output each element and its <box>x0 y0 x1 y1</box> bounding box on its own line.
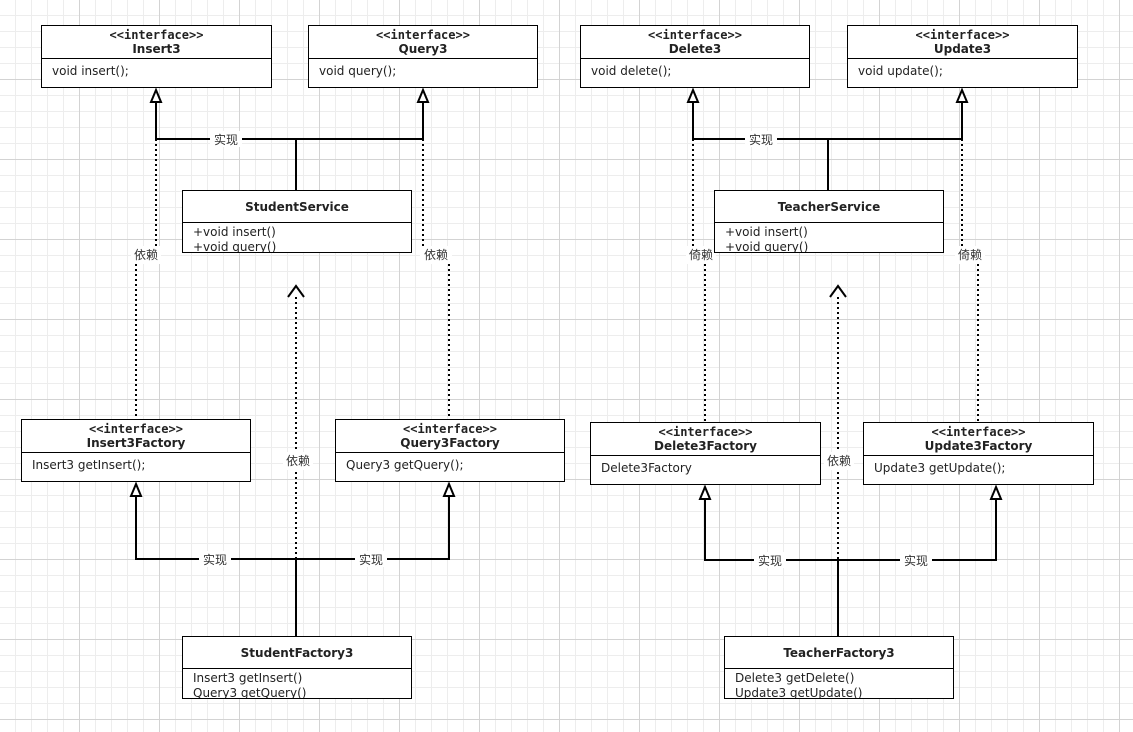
class-name: Delete3 <box>668 41 722 56</box>
method: Query3 getQuery() <box>193 686 307 699</box>
class-body: Update3 getUpdate(); <box>864 456 1093 481</box>
class-update3[interactable]: <<interface>> Update3 void update(); <box>847 25 1078 88</box>
edge-label-realize: 实现 <box>758 553 782 568</box>
arrow-head-insert3 <box>149 87 163 103</box>
class-header: TeacherFactory3 <box>725 637 953 669</box>
edge-studentfactory3-realizes-query3factory <box>296 496 450 560</box>
class-name: Query3 <box>398 41 448 56</box>
edge-label-depend-alt: 倚赖 <box>958 248 982 262</box>
class-student-service[interactable]: StudentService +void insert() +void quer… <box>182 190 412 253</box>
edge-label-depend-alt: 倚赖 <box>689 248 713 262</box>
arrow-head-delete3factory <box>698 484 712 500</box>
method: Query3 getQuery(); <box>346 458 464 472</box>
class-body: void query(); <box>309 59 537 84</box>
stereotype: <<interface>> <box>376 27 470 42</box>
class-name: Insert3Factory <box>86 435 186 450</box>
method: void delete(); <box>591 64 672 78</box>
stereotype: <<interface>> <box>658 424 753 439</box>
method: Delete3Factory <box>601 461 692 475</box>
class-body: Delete3 getDelete() Update3 getUpdate() <box>725 669 953 699</box>
class-query3[interactable]: <<interface>> Query3 void query(); <box>308 25 538 88</box>
class-header: <<interface>> Delete3Factory <box>591 423 820 456</box>
edge-label-realize: 实现 <box>904 553 928 568</box>
method: Delete3 getDelete() <box>735 671 855 685</box>
arrow-head-query3factory <box>442 481 456 497</box>
class-body: +void insert() +void query() <box>183 223 411 253</box>
class-header: <<interface>> Query3 <box>309 26 537 59</box>
stereotype: <<interface>> <box>648 27 742 42</box>
class-header: <<interface>> Insert3Factory <box>22 420 250 453</box>
arrow-head-delete3 <box>686 87 700 103</box>
method: +void query() <box>725 240 809 253</box>
class-query3-factory[interactable]: <<interface>> Query3Factory Query3 getQu… <box>335 419 565 482</box>
edge-label-depend: 依赖 <box>286 453 310 468</box>
class-body: Query3 getQuery(); <box>336 453 564 478</box>
class-name: Query3Factory <box>400 435 500 450</box>
stereotype: <<interface>> <box>915 27 1010 42</box>
class-header: StudentService <box>183 191 411 223</box>
class-body: void update(); <box>848 59 1077 84</box>
class-name: Update3Factory <box>924 438 1033 453</box>
class-name: StudentFactory3 <box>240 645 354 660</box>
stereotype: <<interface>> <box>109 27 204 42</box>
method: void query(); <box>319 64 397 78</box>
edge-label-depend: 依赖 <box>134 247 158 262</box>
edge-label-realize: 实现 <box>359 552 383 567</box>
arrow-head-open-teacherservice <box>829 284 847 298</box>
class-insert3-factory[interactable]: <<interface>> Insert3Factory Insert3 get… <box>21 419 251 482</box>
arrow-head-open-studentservice <box>287 284 305 298</box>
edge-label-realize: 实现 <box>214 132 238 147</box>
edge-label-depend: 依赖 <box>424 247 448 262</box>
class-name: Delete3Factory <box>653 438 757 453</box>
class-header: <<interface>> Insert3 <box>42 26 271 59</box>
edge-label-depend: 依赖 <box>827 453 851 468</box>
class-insert3[interactable]: <<interface>> Insert3 void insert(); <box>41 25 272 88</box>
edge-teacherservice-realizes-update3 <box>828 102 963 140</box>
stereotype: <<interface>> <box>931 424 1026 439</box>
method: Insert3 getInsert(); <box>32 458 146 472</box>
edge-studentservice-realizes-query3 <box>296 102 424 140</box>
class-update3-factory[interactable]: <<interface>> Update3Factory Update3 get… <box>863 422 1094 485</box>
method: Update3 getUpdate() <box>735 686 863 699</box>
class-header: <<interface>> Delete3 <box>581 26 809 59</box>
class-body: void delete(); <box>581 59 809 84</box>
class-header: TeacherService <box>715 191 943 223</box>
stereotype: <<interface>> <box>403 421 497 436</box>
class-body: Delete3Factory <box>591 456 820 481</box>
class-header: StudentFactory3 <box>183 637 411 669</box>
arrow-head-query3 <box>416 87 430 103</box>
edge-label-realize: 实现 <box>749 132 773 147</box>
method: +void insert() <box>193 225 276 239</box>
class-name: TeacherService <box>777 199 881 214</box>
class-teacher-factory3[interactable]: TeacherFactory3 Delete3 getDelete() Upda… <box>724 636 954 699</box>
class-delete3[interactable]: <<interface>> Delete3 void delete(); <box>580 25 810 88</box>
class-name: Insert3 <box>132 41 181 56</box>
class-teacher-service[interactable]: TeacherService +void insert() +void quer… <box>714 190 944 253</box>
method: void insert(); <box>52 64 129 78</box>
class-header: <<interface>> Query3Factory <box>336 420 564 453</box>
edge-teacherfactory3-realizes-update3factory <box>838 499 997 561</box>
method: Insert3 getInsert() <box>193 671 303 685</box>
class-name: TeacherFactory3 <box>783 645 895 660</box>
class-body: +void insert() +void query() <box>715 223 943 253</box>
arrow-head-update3factory <box>989 484 1003 500</box>
class-student-factory3[interactable]: StudentFactory3 Insert3 getInsert() Quer… <box>182 636 412 699</box>
method: void update(); <box>858 64 943 78</box>
method: +void insert() <box>725 225 808 239</box>
class-header: <<interface>> Update3 <box>848 26 1077 59</box>
class-name: StudentService <box>245 199 349 214</box>
class-body: Insert3 getInsert() Query3 getQuery() <box>183 669 411 699</box>
class-name: Update3 <box>933 41 992 56</box>
arrow-head-insert3factory <box>129 481 143 497</box>
class-body: void insert(); <box>42 59 271 84</box>
class-body: Insert3 getInsert(); <box>22 453 250 478</box>
method: Update3 getUpdate(); <box>874 461 1006 475</box>
class-header: <<interface>> Update3Factory <box>864 423 1093 456</box>
stereotype: <<interface>> <box>89 421 183 436</box>
class-delete3-factory[interactable]: <<interface>> Delete3Factory Delete3Fact… <box>590 422 821 485</box>
method: +void query() <box>193 240 277 253</box>
arrow-head-update3 <box>955 87 969 103</box>
edge-label-realize: 实现 <box>203 552 227 567</box>
